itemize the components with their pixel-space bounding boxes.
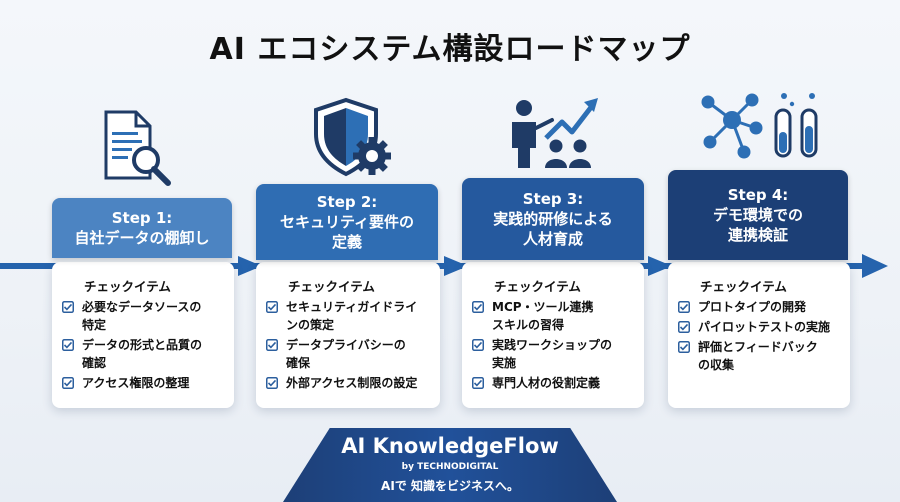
checkbox-icon xyxy=(678,321,690,333)
step-1-checklist: チェックイテム 必要なデータソースの特定 データの形式と品質の確認 アクセス権限… xyxy=(52,262,234,408)
step-2-title-line-2: 定義 xyxy=(331,232,362,251)
shield-gear-icon xyxy=(314,97,391,177)
checklist-title: チェックイテム xyxy=(288,279,375,294)
checklist-item: 評価とフィードバックの収集 xyxy=(678,338,844,374)
arrow-head-1 xyxy=(238,256,262,276)
brand-name: AI KnowledgeFlow xyxy=(341,434,559,458)
timeline-arrow xyxy=(0,254,888,278)
step-2-label: Step 2: xyxy=(316,192,378,211)
checkbox-icon xyxy=(472,339,484,351)
step-1-label: Step 1: xyxy=(111,208,173,227)
checklist-title: チェックイテム xyxy=(700,279,787,294)
step-3-checklist: チェックイテム MCP・ツール連携スキルの習得 実践ワークショップの実施 専門人… xyxy=(462,262,644,408)
checkbox-icon xyxy=(266,339,278,351)
step-2-checklist: チェックイテム セキュリティガイドラインの策定 データプライバシーの確保 外部ア… xyxy=(256,262,440,408)
network-testtube-icon xyxy=(701,93,818,159)
checkbox-icon xyxy=(678,301,690,313)
checkbox-icon xyxy=(62,301,74,313)
step-4-header: Step 4: デモ環境での 連携検証 xyxy=(668,170,848,260)
brand-byline: by TECHNODIGITAL xyxy=(401,462,499,472)
checklist-item: 必要なデータソースの特定 xyxy=(62,298,228,334)
brand-tagline: AIで 知識をビジネスへ。 xyxy=(381,479,519,493)
checklist-item: セキュリティガイドラインの策定 xyxy=(266,298,434,334)
step-2-title-line-1: セキュリティ要件の xyxy=(279,212,415,231)
checkbox-icon xyxy=(472,301,484,313)
step-3-title-line-1: 実践的研修による xyxy=(493,209,613,228)
checklist-title: チェックイテム xyxy=(84,279,171,294)
checklist-item: プロトタイプの開発 xyxy=(678,298,844,316)
checklist-title: チェックイテム xyxy=(494,279,581,294)
arrow-head-2 xyxy=(444,256,468,276)
step-3-header: Step 3: 実践的研修による 人材育成 xyxy=(462,178,644,260)
checkbox-icon xyxy=(62,339,74,351)
checkbox-icon xyxy=(62,377,74,389)
step-4-title-line-1: デモ環境での xyxy=(712,205,803,224)
step-2-header: Step 2: セキュリティ要件の 定義 xyxy=(256,184,438,260)
checkbox-icon xyxy=(266,301,278,313)
step-1-title: 自社データの棚卸し xyxy=(74,228,210,247)
checklist-item: 外部アクセス制限の設定 xyxy=(266,374,434,392)
step-4-label: Step 4: xyxy=(727,185,789,204)
training-growth-icon xyxy=(512,98,598,168)
checklist-item: MCP・ツール連携スキルの習得 xyxy=(472,298,638,334)
step-3-title-line-2: 人材育成 xyxy=(522,229,583,248)
arrow-head-4 xyxy=(862,254,888,278)
step-1-header: Step 1: 自社データの棚卸し xyxy=(52,198,232,258)
step-4-checklist: チェックイテム プロトタイプの開発 パイロットテストの実施 評価とフィードバック… xyxy=(668,262,850,408)
checklist-item: アクセス権限の整理 xyxy=(62,374,228,392)
checklist-item: データの形式と品質の確認 xyxy=(62,336,228,372)
document-search-icon xyxy=(104,110,171,186)
checkbox-icon xyxy=(678,341,690,353)
checklist-item: パイロットテストの実施 xyxy=(678,318,844,336)
page-title: AI エコシステム構設ロードマップ xyxy=(209,32,691,67)
step-3-label: Step 3: xyxy=(522,189,584,208)
checklist-item: 専門人材の役割定義 xyxy=(472,374,638,392)
checkbox-icon xyxy=(266,377,278,389)
arrow-head-3 xyxy=(648,256,672,276)
checkbox-icon xyxy=(472,377,484,389)
checklist-item: 実践ワークショップの実施 xyxy=(472,336,638,372)
brand-banner: AI KnowledgeFlow by TECHNODIGITAL AIで 知識… xyxy=(283,428,617,502)
step-4-title-line-2: 連携検証 xyxy=(727,225,788,244)
checklist-item: データプライバシーの確保 xyxy=(266,336,434,372)
